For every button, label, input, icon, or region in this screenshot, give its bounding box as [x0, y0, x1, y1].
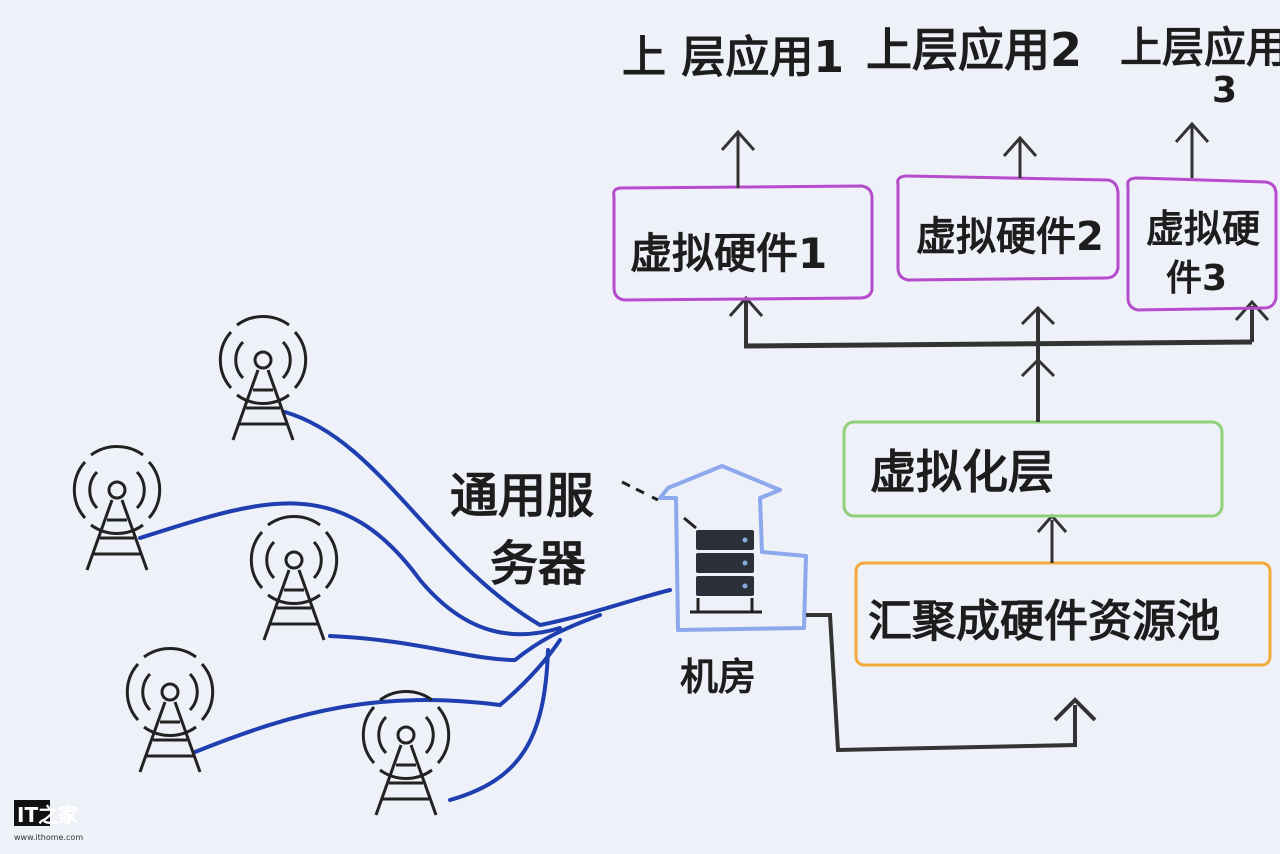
server-rack-icon: [690, 530, 762, 614]
resource-pool-box: [854, 561, 1272, 667]
watermark-logo: IT之家 www.ithome.com: [14, 800, 83, 842]
distribution-bus: [743, 339, 1253, 349]
fiber-link: [448, 648, 550, 802]
resource-pool-label: 汇聚成硬件资源池: [868, 596, 1220, 647]
app-label-3b: 3: [1212, 70, 1237, 111]
cell-tower-icon: [125, 646, 215, 774]
arrow-up-icon: [1053, 697, 1097, 722]
room-label: 机房: [680, 655, 756, 699]
watermark-url: www.ithome.com: [14, 833, 83, 842]
server-room: [621, 464, 808, 632]
app-label-2: 上层应用2: [866, 23, 1082, 77]
server-label-line1: 通用服: [450, 468, 594, 524]
room-to-pool-line: [806, 613, 1077, 753]
virtualization-layer-label: 虚拟化层: [870, 445, 1054, 499]
watermark-brand: IT之家: [17, 803, 79, 827]
app-label-1: 上 层应用1: [622, 32, 844, 83]
virtual-hardware-box-1: [612, 184, 874, 302]
virtual-hardware-box-3: [1126, 176, 1278, 312]
arrow-up-icon: [1002, 135, 1038, 157]
fiber-links: [138, 410, 672, 802]
cell-tower-icon: [249, 514, 339, 642]
pointer-dashes: [621, 480, 697, 530]
virtualization-layer-box: [842, 420, 1224, 518]
virtual-hardware-box-2: [896, 174, 1120, 282]
cell-tower-icon: [218, 314, 308, 442]
app-label-3a: 上层应用: [1120, 23, 1280, 72]
fiber-link: [193, 638, 562, 754]
arrow-up-icon: [1020, 357, 1056, 378]
fiber-link: [138, 501, 562, 637]
server-label-line2: 务器: [490, 536, 587, 592]
virtual-hardware-label-3b: 件3: [1166, 258, 1227, 299]
virtual-hardware-label-1: 虚拟硬件1: [630, 229, 827, 278]
virtual-hardware-label-3a: 虚拟硬: [1146, 207, 1260, 251]
fiber-link: [328, 613, 602, 663]
arrow-up-icon: [720, 129, 756, 151]
arrow-up-icon: [1174, 121, 1210, 143]
cell-tower-icon: [361, 689, 451, 817]
fiber-link: [283, 410, 672, 628]
virtual-hardware-label-2: 虚拟硬件2: [916, 214, 1104, 260]
arrow-up-icon: [1234, 299, 1270, 321]
arrow-up-icon: [1020, 305, 1056, 326]
cell-tower-icon: [72, 444, 162, 572]
